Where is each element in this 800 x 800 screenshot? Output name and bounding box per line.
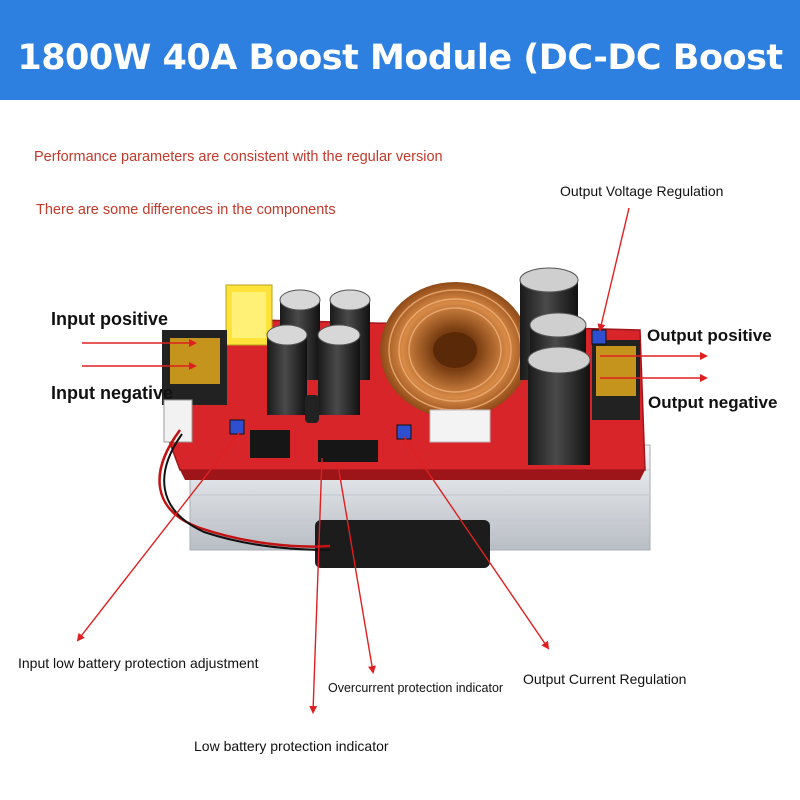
current-potentiometer — [396, 424, 412, 440]
label-input-positive: Input positive — [51, 309, 168, 329]
label-overcurrent-indicator: Overcurrent protection indicator — [328, 681, 504, 695]
small-capacitor — [305, 395, 319, 423]
fan-wire-black — [163, 433, 331, 551]
arrow-low-battery-indicator — [309, 457, 323, 714]
output-terminal-block — [592, 340, 640, 420]
input-capacitors — [266, 289, 371, 415]
pointer-arrows — [76, 207, 708, 714]
label-input-low-battery-adjustment: Input low battery protection adjustment — [18, 655, 259, 671]
arrow-input-low-battery-adjustment — [76, 431, 241, 642]
toroidal-inductor — [380, 282, 530, 443]
label-output-positive: Output positive — [647, 326, 772, 345]
input-fuse — [225, 284, 273, 346]
page-title: 1800W 40A Boost Module (DC-DC Boost Conv… — [17, 38, 783, 194]
voltage-potentiometer — [591, 329, 607, 345]
label-input-negative: Input negative — [51, 383, 174, 403]
low-battery-potentiometer — [229, 419, 245, 435]
note-components: There are some differences in the compon… — [36, 202, 336, 218]
indicator-leds — [318, 440, 378, 462]
control-ic — [250, 430, 290, 458]
cooling-fan — [315, 520, 490, 568]
arrow-output-current-regulation — [403, 436, 550, 650]
arrow-overcurrent-indicator — [337, 464, 376, 674]
label-low-battery-indicator: Low battery protection indicator — [194, 738, 389, 754]
output-capacitors — [519, 267, 591, 465]
note-performance: Performance parameters are consistent wi… — [34, 149, 443, 165]
label-output-current-regulation: Output Current Regulation — [523, 671, 687, 687]
label-output-negative: Output negative — [648, 393, 778, 412]
arrow-output-voltage-regulation — [597, 207, 630, 332]
label-output-voltage-regulation: Output Voltage Regulation — [560, 183, 724, 199]
fan-wire-red — [158, 429, 331, 548]
title-banner — [0, 0, 800, 100]
